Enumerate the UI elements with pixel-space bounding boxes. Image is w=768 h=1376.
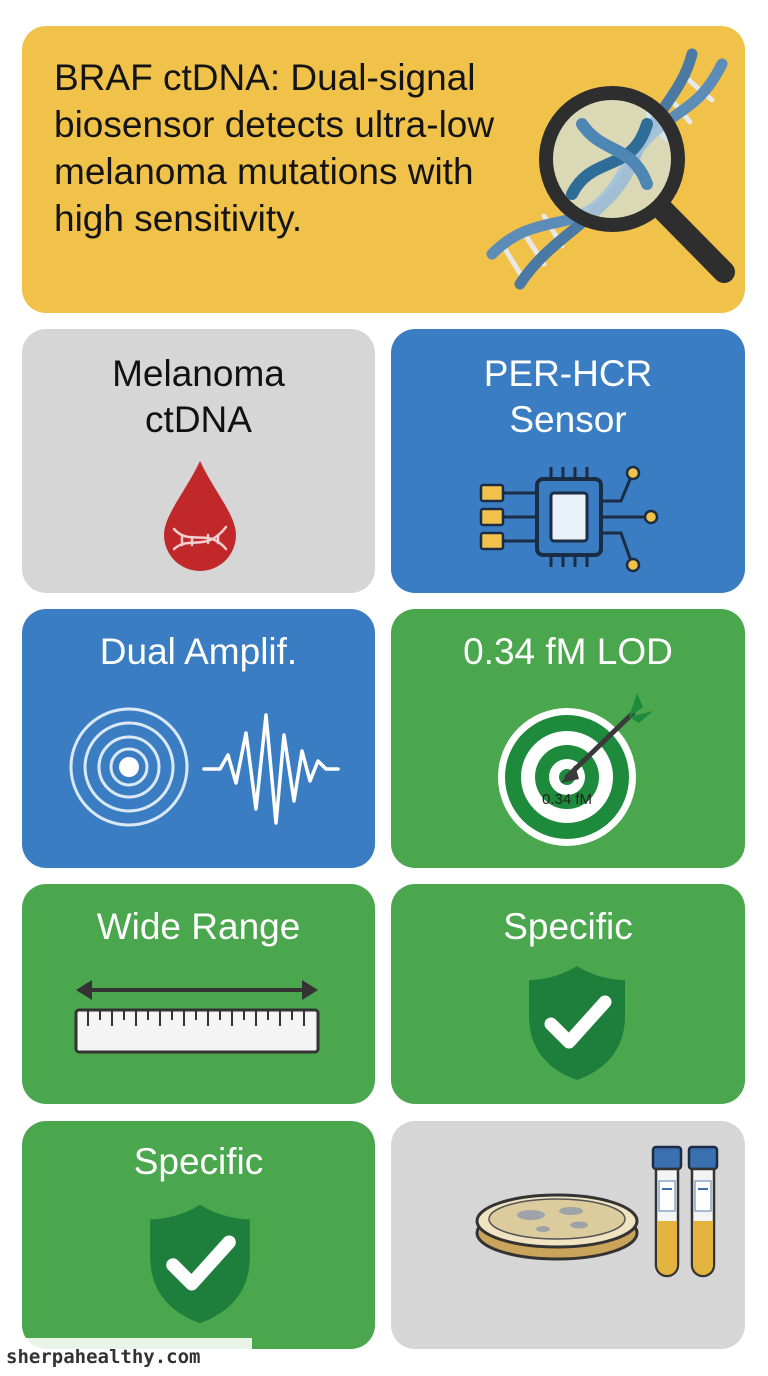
blood-drop-dna-icon: [164, 461, 236, 571]
tile-specific: Specific: [391, 884, 745, 1104]
dna-magnifier-icon: [486, 48, 735, 290]
tile-title: PER-HCR Sensor: [483, 353, 653, 440]
tile-melanoma-ctdna: Melanoma ctDNA: [22, 329, 375, 593]
tile-title: Melanoma ctDNA: [112, 353, 285, 440]
ruler-range-icon: [74, 980, 320, 1054]
tile-title: Specific: [133, 1141, 264, 1182]
tile-title: Wide Range: [96, 906, 301, 947]
petri-dish-test-tubes-icon: [475, 1145, 719, 1278]
tile-dual-amplification: Dual Amplif.: [22, 609, 375, 868]
page-title: BRAF ctDNA: Dual-signal biosensor detect…: [54, 57, 495, 239]
tile-title: 0.34 fM LOD: [463, 631, 673, 672]
tile-lab-samples: [391, 1121, 745, 1349]
header-card: BRAF ctDNA: Dual-signal biosensor detect…: [22, 26, 745, 313]
target-label: 0.34 fM: [541, 791, 593, 808]
tile-per-hcr-sensor: PER-HCR Sensor: [391, 329, 745, 593]
target-arrow-icon: [498, 693, 653, 846]
tile-lod: 0.34 fM LOD 0.34 fM: [391, 609, 745, 868]
signal-waves-icon: [69, 707, 340, 827]
brand-watermark: sherpahealthy.com: [0, 1338, 252, 1376]
circuit-chip-icon: [479, 465, 659, 573]
tile-wide-range: Wide Range: [22, 884, 375, 1104]
tile-specific-2: Specific: [22, 1121, 375, 1349]
shield-check-icon: [529, 966, 625, 1080]
tile-title: Dual Amplif.: [99, 631, 298, 672]
tile-title: Specific: [503, 906, 633, 947]
shield-check-icon: [150, 1204, 250, 1324]
